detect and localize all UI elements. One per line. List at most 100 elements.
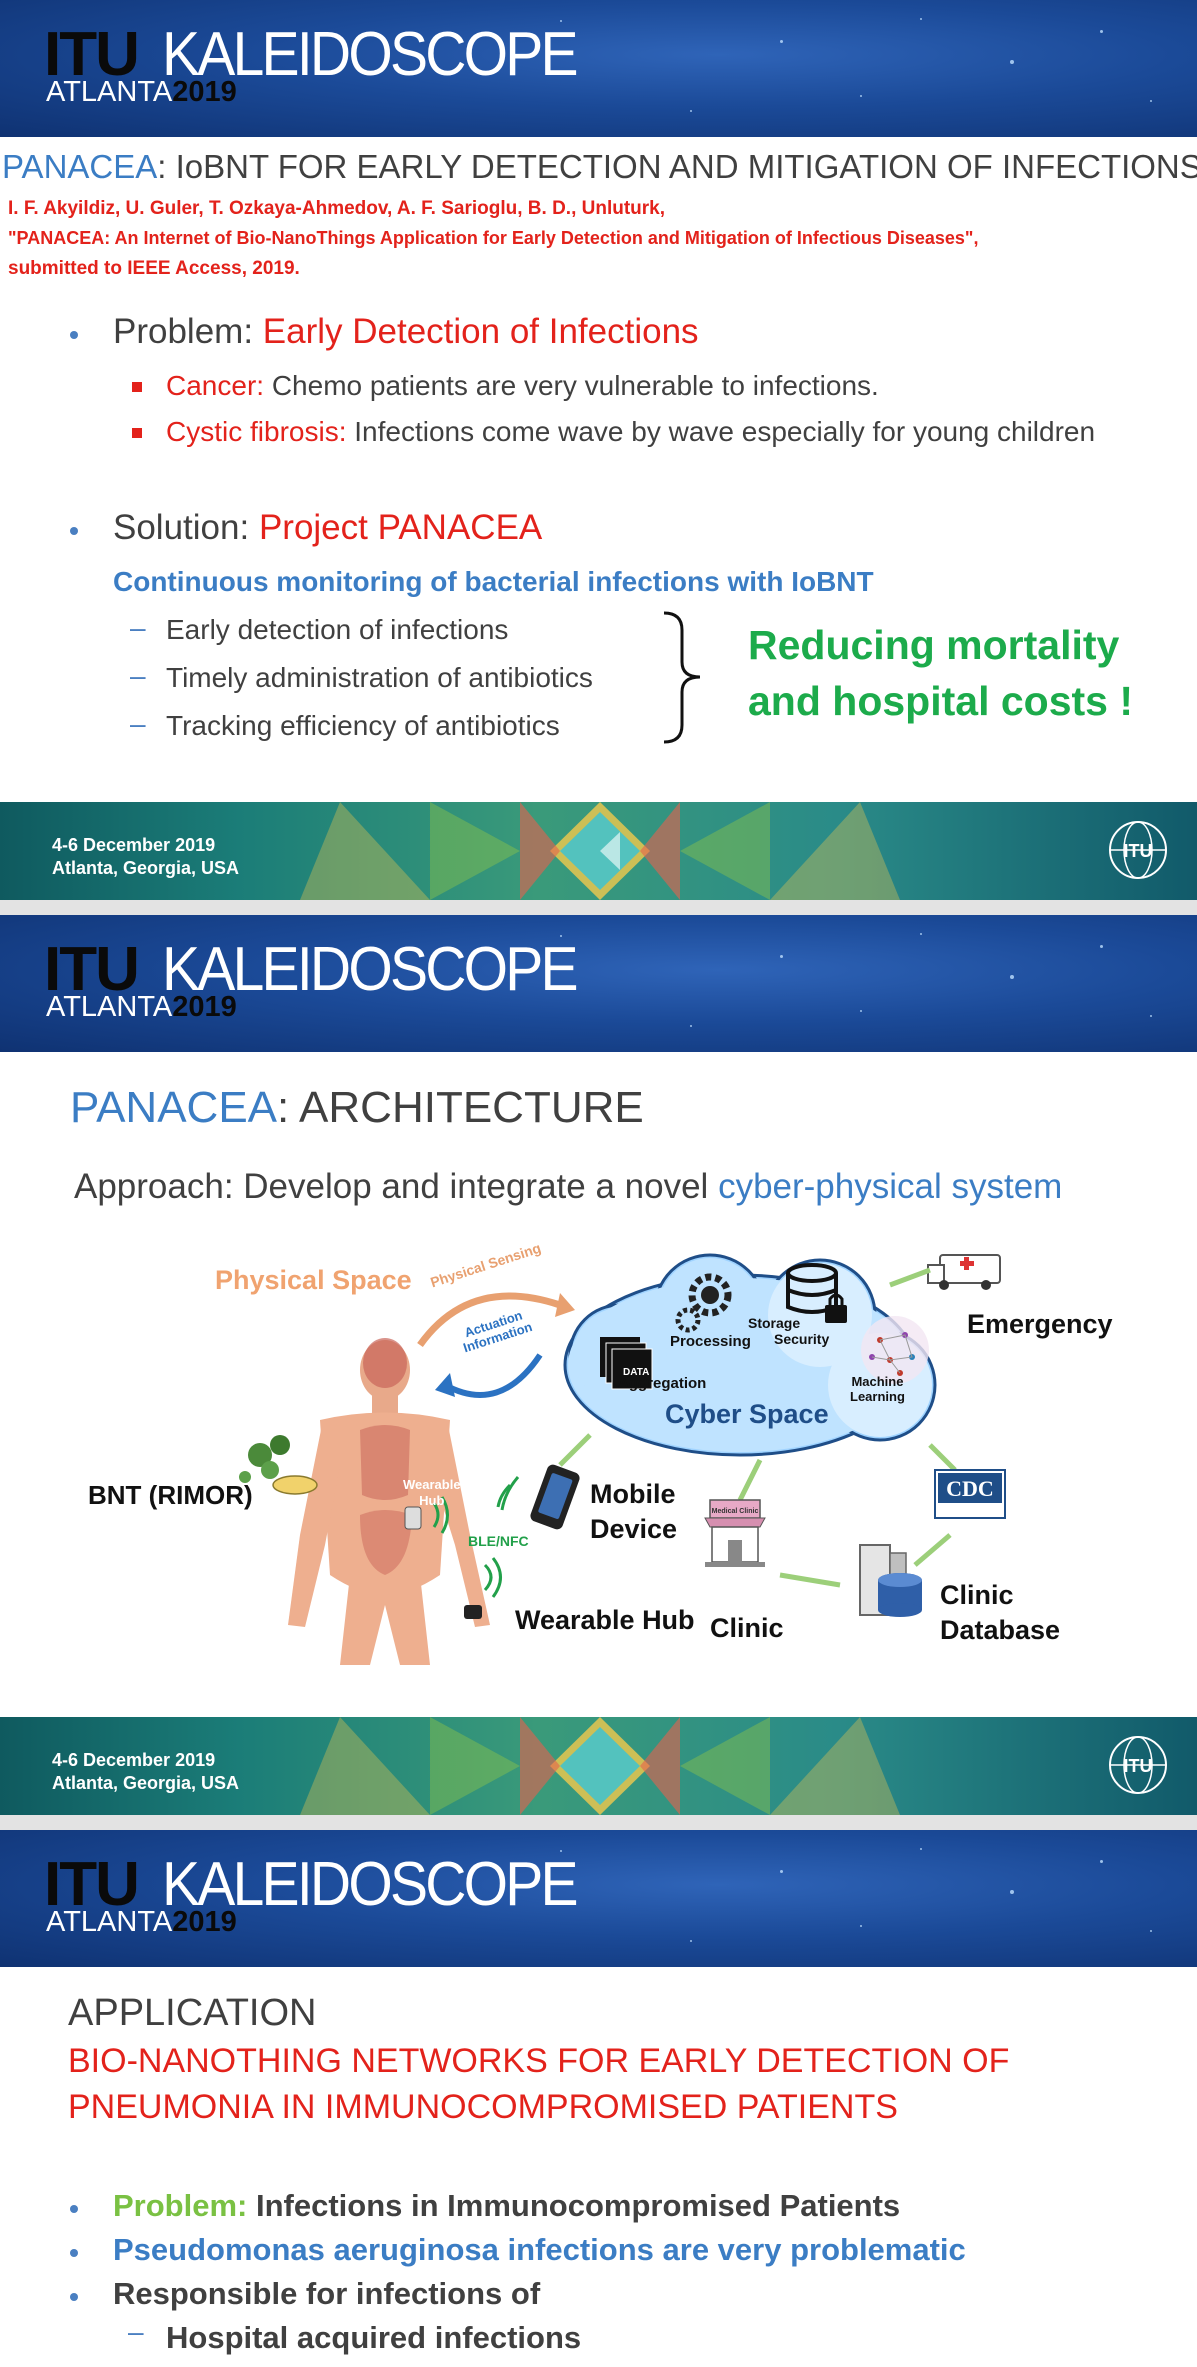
label-bnt-rimor: BNT (RIMOR)	[88, 1480, 253, 1510]
banner-star	[1150, 1930, 1152, 1932]
header-banner: ITU KALEIDOSCOPE ATLANTA2019	[0, 915, 1197, 1052]
machine-learning-icon	[861, 1316, 929, 1384]
itu-seal-icon: ITU	[1109, 1736, 1167, 1794]
slide-title: APPLICATION	[68, 1992, 317, 2034]
wireless-signal-icon	[432, 1476, 520, 1598]
banner-star	[1150, 100, 1152, 102]
label-physical-space: Physical Space	[215, 1265, 412, 1295]
banner-star	[780, 1870, 783, 1873]
physical-sensing-arrow	[417, 1292, 562, 1348]
itu-seal-icon: ITU	[1109, 821, 1167, 879]
event-city: ATLANTA2019	[46, 991, 237, 1023]
banner-star	[920, 933, 922, 935]
clinic-database-icon	[859, 1544, 922, 1617]
banner-star	[560, 935, 562, 937]
bullet	[70, 2205, 78, 2213]
event-city: ATLANTA2019	[46, 1906, 237, 1938]
itu-logo: ITU	[44, 1850, 140, 1919]
itu-logo: ITU	[44, 20, 140, 89]
event-year: 2019	[172, 76, 237, 108]
event-year: 2019	[172, 1906, 237, 1938]
paper-title: "PANACEA: An Internet of Bio-NanoThings …	[8, 228, 979, 248]
result-line-2: and hospital costs !	[748, 678, 1133, 724]
problem-cancer: Cancer: Chemo patients are very vulnerab…	[166, 370, 879, 401]
subtitle-line-1: BIO-NANOTHING NETWORKS FOR EARLY DETECTI…	[68, 2042, 1010, 2080]
approach-text: Approach: Develop and integrate a novel …	[74, 1167, 1063, 1206]
label-ble-nfc: BLE/NFC	[468, 1533, 529, 1549]
problem-cystic-fibrosis: Cystic fibrosis: Infections come wave by…	[166, 416, 1096, 447]
label-aggregation: Aggregation	[618, 1375, 707, 1392]
label-data: DATA	[623, 1367, 650, 1378]
banner-star	[1100, 30, 1103, 33]
slide-panacea-iobnt: ITU KALEIDOSCOPE ATLANTA2019 PANACEA: Io…	[0, 0, 1197, 900]
dash: –	[130, 660, 146, 691]
mobile-phone-icon	[530, 1464, 580, 1530]
bacteria-nanothing-icon	[239, 1435, 318, 1495]
responsible-line: Responsible for infections of	[113, 2276, 541, 2311]
pseudomonas-line: Pseudomonas aeruginosa infections are ve…	[113, 2232, 966, 2267]
slide-application: ITU KALEIDOSCOPE ATLANTA2019 APPLICATION…	[0, 1830, 1197, 2367]
banner-star	[860, 1010, 862, 1012]
ambulance-icon	[927, 1254, 1001, 1290]
slide-separator	[0, 900, 1197, 915]
banner-star	[780, 955, 783, 958]
slide-separator	[0, 1815, 1197, 1830]
actuation-arrow	[443, 1353, 543, 1398]
label-processing: Processing	[670, 1333, 751, 1350]
solution-item: Tracking efficiency of antibiotics	[166, 710, 560, 741]
event-city: ATLANTA2019	[46, 76, 237, 108]
banner-star	[780, 40, 783, 43]
kaleidoscope-pattern-icon	[300, 802, 900, 900]
solution-heading: Solution: Project PANACEA	[113, 508, 543, 547]
banner-star	[1100, 1860, 1103, 1863]
label-wearable-hub: Wearable Hub	[515, 1605, 695, 1635]
banner-star	[690, 1940, 692, 1942]
itu-logo: ITU	[44, 935, 140, 1004]
label-cyber-space: Cyber Space	[665, 1399, 829, 1429]
kaleidoscope-logo: KALEIDOSCOPE	[162, 1850, 579, 1919]
footer-banner: 4-6 December 2019 Atlanta, Georgia, USA …	[0, 1717, 1197, 1815]
label-storage: Storage	[748, 1315, 801, 1331]
architecture-diagram: CDC Medical Clinic	[239, 1253, 1006, 1665]
banner-star	[690, 110, 692, 112]
banner-star	[860, 1925, 862, 1927]
slide-architecture: ITU KALEIDOSCOPE ATLANTA2019 PANACEA: AR…	[0, 915, 1197, 1815]
solution-item: Early detection of infections	[166, 614, 509, 645]
header-banner: ITU KALEIDOSCOPE ATLANTA2019	[0, 0, 1197, 137]
banner-star	[1010, 975, 1014, 979]
footer-date: 4-6 December 2019 Atlanta, Georgia, USA	[52, 835, 240, 879]
banner-star	[1100, 945, 1103, 948]
bullet	[70, 527, 78, 535]
banner-star	[920, 18, 922, 20]
result-line-1: Reducing mortality	[748, 622, 1120, 668]
bullet	[70, 2293, 78, 2301]
banner-star	[560, 1850, 562, 1852]
solution-item: Timely administration of antibiotics	[166, 662, 593, 693]
banner-star	[690, 1025, 692, 1027]
banner-star	[920, 1848, 922, 1850]
label-security: Security	[774, 1331, 830, 1347]
authors: I. F. Akyildiz, U. Guler, T. Ozkaya-Ahme…	[8, 198, 666, 219]
problem-line: Problem: Infections in Immunocompromised…	[113, 2188, 901, 2223]
banner-star	[1010, 60, 1014, 64]
kaleidoscope-pattern-icon	[300, 1717, 900, 1815]
label-clinic: Clinic	[710, 1613, 784, 1643]
bullet	[70, 2249, 78, 2257]
label-emergency: Emergency	[967, 1309, 1113, 1339]
paper-venue: submitted to IEEE Access, 2019.	[8, 258, 300, 279]
dash: –	[128, 2316, 144, 2347]
square-bullet	[132, 428, 142, 438]
subtitle-line-2: PNEUMONIA IN IMMUNOCOMPROMISED PATIENTS	[68, 2088, 898, 2126]
dash: –	[130, 708, 146, 739]
cdc-logo-icon: CDC	[934, 1469, 1006, 1519]
footer-date: 4-6 December 2019 Atlanta, Georgia, USA	[52, 1750, 240, 1794]
dash: –	[130, 612, 146, 643]
svg-text:Medical Clinic: Medical Clinic	[712, 1508, 759, 1515]
problem-heading: Problem: Early Detection of Infections	[113, 312, 699, 351]
banner-star	[860, 95, 862, 97]
data-aggregation-icon	[600, 1337, 653, 1390]
